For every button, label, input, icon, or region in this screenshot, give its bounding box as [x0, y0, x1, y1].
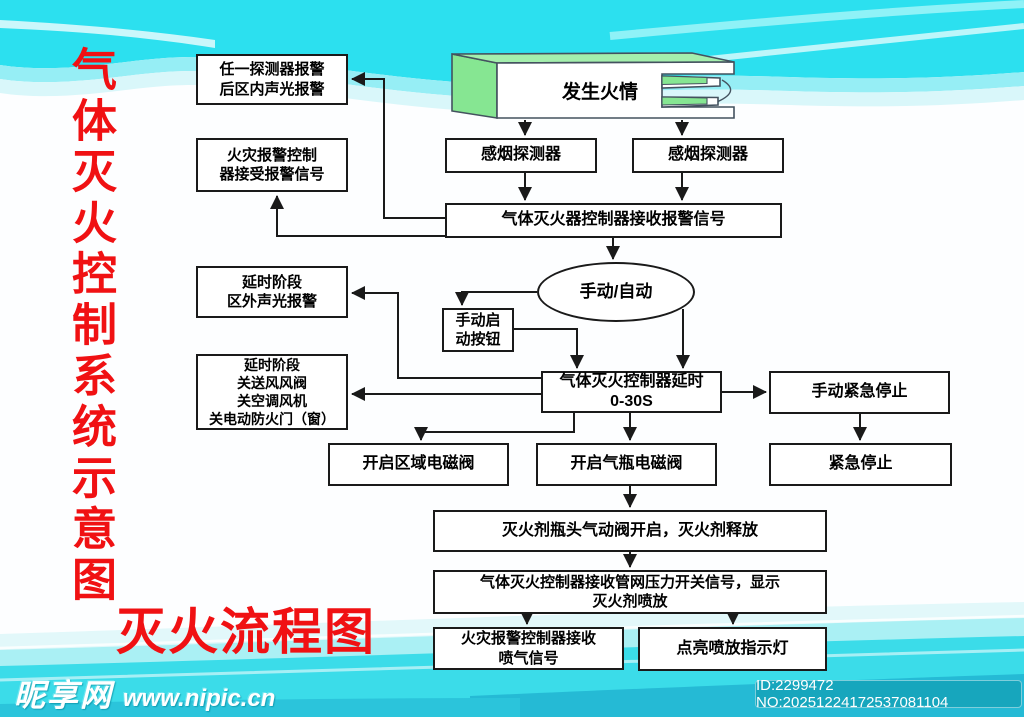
- node-fire-alarm-controller-receive: 火灾报警控制 器接受报警信号: [196, 138, 348, 192]
- watermark-site-name: 昵享网: [14, 678, 113, 713]
- node-spray-signal-receive: 火灾报警控制器接收 喷气信号: [433, 627, 624, 670]
- node-gas-controller-receive-alarm: 气体灭火器控制器接收报警信号: [445, 203, 782, 238]
- connector-delay-openzone: [414, 413, 575, 441]
- node-smoke-detector-right: 感烟探测器: [632, 138, 784, 173]
- node-open-bottle-valve: 开启气瓶电磁阀: [536, 443, 717, 486]
- node-controller-delay: 气体灭火控制器延时 0-30S: [541, 371, 722, 413]
- vertical-title: 气体灭火控制系统示意图: [65, 46, 116, 607]
- node-manual-auto: 手动/自动: [537, 262, 695, 322]
- connector-manualbtn-delay: [514, 328, 584, 369]
- node-delay-close-vents: 延时阶段 关送风风阀 关空调风机 关电动防火门（窗）: [196, 354, 348, 430]
- node-emergency-stop: 紧急停止: [769, 443, 952, 486]
- connector-gasrx-firectrl: [270, 195, 445, 237]
- watermark: 昵享网 www.nipic.cn: [14, 670, 275, 715]
- node-manual-emergency-stop: 手动紧急停止: [769, 371, 950, 414]
- fire-banner-label: 发生火情: [561, 81, 638, 103]
- node-detector-alarm: 任一探测器报警 后区内声光报警: [196, 54, 348, 105]
- connector-manualauto-manualbtn: [455, 291, 537, 306]
- watermark-site-url: www.nipic.cn: [123, 685, 276, 712]
- node-pressure-signal: 气体灭火控制器接收管网压力开关信号，显示 灭火剂喷放: [433, 570, 827, 614]
- node-open-zone-valve: 开启区域电磁阀: [328, 443, 509, 486]
- flow-title: 灭火流程图: [116, 604, 376, 660]
- node-spray-indicator-light: 点亮喷放指示灯: [638, 627, 827, 671]
- node-manual-start-button: 手动启 动按钮: [442, 308, 514, 352]
- node-agent-release: 灭火剂瓶头气动阀开启，灭火剂释放: [433, 510, 827, 552]
- image-id-badge: ID:2299472 NO:20251224172537081104: [755, 677, 1022, 711]
- node-delay-outside-alarm: 延时阶段 区外声光报警: [196, 266, 348, 318]
- connector-gasrx-detectoralarm: [351, 72, 445, 219]
- top-wave-decoration: [0, 0, 1024, 113]
- node-smoke-detector-left: 感烟探测器: [445, 138, 597, 173]
